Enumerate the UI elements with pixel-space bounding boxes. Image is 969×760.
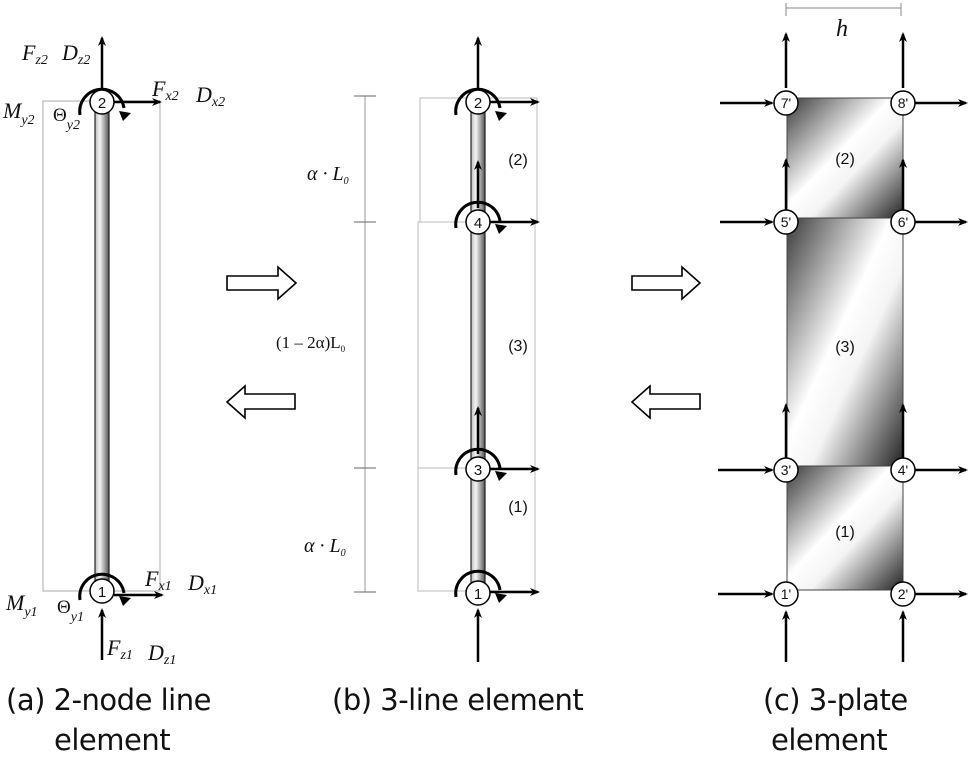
dim-label-bottom: α · L0 — [304, 535, 346, 559]
label-dx2: Dx2 — [195, 82, 225, 110]
label-fx2: Fx2 — [151, 76, 179, 104]
node-group-3: 3 — [454, 447, 540, 482]
width-label-h: h — [836, 16, 848, 42]
moment-y1-arrow — [78, 572, 126, 601]
node-4 — [465, 209, 491, 235]
segment-1-label: (1) — [508, 499, 528, 516]
node-2 — [89, 89, 115, 115]
label-dx1: Dx1 — [187, 570, 217, 598]
segment-3-label: (3) — [508, 338, 528, 355]
node-3 — [465, 456, 491, 482]
node-1p-label: 1' — [781, 586, 791, 602]
node-2p-label: 2' — [898, 586, 908, 602]
node-2p — [890, 581, 916, 607]
label-dz1: Dz1 — [147, 640, 176, 668]
plate-3-label: (3) — [835, 339, 855, 356]
plate-2-label: (2) — [835, 151, 855, 168]
label-fz2: Fz2 — [21, 40, 48, 68]
moment-y1-arrowhead — [119, 596, 131, 606]
arrow-left-icon — [630, 384, 701, 420]
label-fx1: Fx1 — [144, 566, 172, 594]
label-dz2: Dz2 — [61, 40, 90, 68]
label-theta-y2: Θy2 — [53, 105, 80, 133]
moment-y2-arrow — [78, 87, 126, 116]
caption-c-line2: element — [771, 723, 888, 757]
arrow-right-icon — [631, 265, 702, 301]
node-4-label: 4 — [474, 215, 482, 232]
node-1-label: 1 — [474, 586, 482, 603]
node-4p — [890, 457, 916, 483]
caption-a-line1: (a) 2-node line — [6, 683, 211, 717]
segment-2-label: (2) — [508, 152, 528, 169]
label-my1: My1 — [5, 590, 38, 620]
node-1-label: 1 — [98, 584, 106, 601]
node-4p-label: 4' — [898, 462, 908, 478]
node-8p-label: 8' — [898, 95, 908, 111]
node-5p-label: 5' — [781, 214, 791, 230]
node-8p — [890, 90, 916, 116]
arrow-right-icon — [226, 265, 298, 301]
node-3p-label: 3' — [781, 462, 791, 478]
node-1p — [773, 581, 799, 607]
caption-a: (a) 2-node line element — [6, 680, 211, 760]
node-3-label: 3 — [474, 462, 482, 479]
caption-a-line2: element — [54, 723, 171, 757]
node-7p-label: 7' — [781, 95, 791, 111]
plate-1-label: (1) — [835, 524, 855, 541]
node-6p-label: 6' — [898, 214, 908, 230]
node-2-label: 2 — [98, 95, 106, 112]
node-2 — [465, 89, 491, 115]
panel-b-3-line-element: α · L0 (1 – 2α)L0 α · L0 2 4 — [276, 36, 540, 662]
label-my2: My2 — [2, 98, 35, 128]
node-6p — [890, 209, 916, 235]
node-1 — [465, 580, 491, 606]
panel-c-3-plate-element: h (2) (3) (1) 7' 8' 5' 6' — [718, 3, 968, 662]
node-1 — [89, 578, 115, 604]
node-group-2: 2 — [454, 87, 540, 121]
caption-c: (c) 3-plate element — [763, 680, 908, 760]
node-group-1: 1 — [454, 569, 540, 606]
transform-arrows-bc — [630, 265, 702, 420]
node-3p — [773, 457, 799, 483]
node-5p — [773, 209, 799, 235]
plate-3 — [786, 217, 904, 467]
dim-label-mid: (1 – 2α)L0 — [276, 333, 346, 354]
node-2-label: 2 — [474, 95, 482, 112]
panel-a-beam — [94, 111, 110, 583]
beam-segment-1 — [470, 475, 486, 585]
caption-c-line1: (c) 3-plate — [763, 683, 908, 717]
caption-b: (b) 3-line element — [332, 680, 584, 720]
label-theta-y1: Θy1 — [57, 597, 84, 625]
arrow-left-icon — [225, 384, 296, 420]
plate-2 — [786, 97, 904, 219]
node-group-4: 4 — [454, 200, 540, 235]
node-7p — [773, 90, 799, 116]
transform-arrows-ab — [225, 265, 298, 420]
moment-y2-arrowhead — [119, 111, 131, 121]
caption-b-line1: (b) 3-line element — [332, 683, 584, 717]
label-fz1: Fz1 — [106, 635, 133, 663]
panel-a-2-node-line-element: 2 1 Fz2 Dz2 Fx2 Dx2 My2 Θy2 Fx1 Dx1 My1 … — [2, 36, 225, 668]
dim-label-top: α · L0 — [307, 163, 349, 187]
plate-1 — [786, 465, 904, 591]
